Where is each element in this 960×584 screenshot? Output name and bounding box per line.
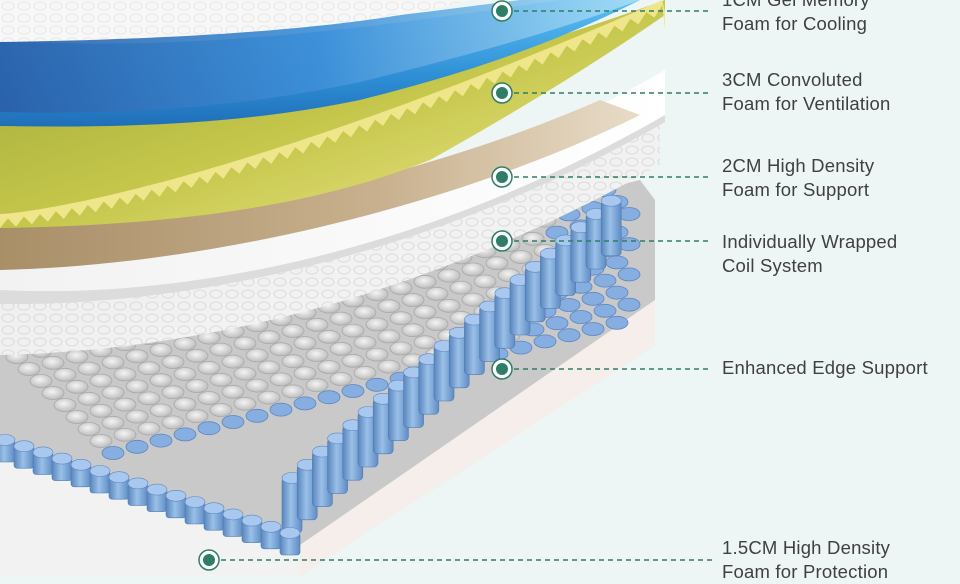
label-line: Enhanced Edge Support xyxy=(722,357,928,378)
label-line: Individually Wrapped xyxy=(722,231,898,252)
marker-dot xyxy=(203,554,215,566)
label-coil-system: Individually Wrapped Coil System xyxy=(722,230,897,278)
label-line: 2CM High Density xyxy=(722,155,875,176)
label-protection-foam: 1.5CM High Density Foam for Protection xyxy=(722,536,890,584)
marker-dot xyxy=(496,171,508,183)
label-line: 3CM Convoluted xyxy=(722,69,863,90)
label-line: Coil System xyxy=(722,255,823,276)
label-edge-support: Enhanced Edge Support xyxy=(722,356,928,380)
marker-dot xyxy=(496,235,508,247)
label-support-foam: 2CM High Density Foam for Support xyxy=(722,154,874,202)
label-line: Foam for Protection xyxy=(722,561,889,582)
marker-dot xyxy=(496,5,508,17)
callout-markers xyxy=(198,0,712,571)
label-gel-memory-foam: 1CM Gel Memory Foam for Cooling xyxy=(722,0,870,36)
label-convoluted-foam: 3CM Convoluted Foam for Ventilation xyxy=(722,68,891,116)
quilted-layer xyxy=(0,120,660,355)
label-line: Foam for Support xyxy=(722,179,870,200)
label-line: 1.5CM High Density xyxy=(722,537,891,558)
label-line: 1CM Gel Memory xyxy=(722,0,870,12)
label-line: Foam for Cooling xyxy=(722,13,868,34)
label-line: Foam for Ventilation xyxy=(722,93,891,114)
gel-memory-foam xyxy=(0,0,640,127)
support-foam xyxy=(0,100,640,270)
base-layer xyxy=(0,290,655,576)
marker-dot xyxy=(496,87,508,99)
marker-dot xyxy=(496,363,508,375)
